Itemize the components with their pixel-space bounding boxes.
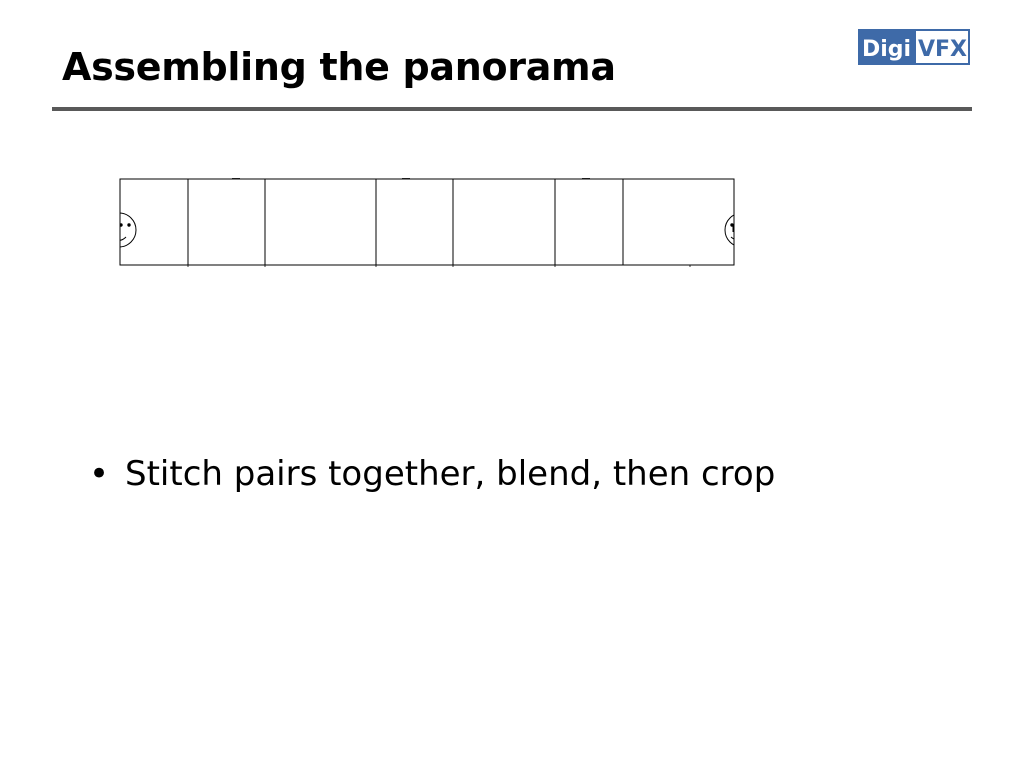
title-divider [52,107,972,111]
bullet-marker: • [89,454,110,494]
smiley-face-right-icon [724,214,734,246]
logo-text-left: Digi [862,37,911,62]
panorama-strip-diagram [119,178,735,267]
bullet-item: • Stitch pairs together, blend, then cro… [89,452,775,496]
logo-text-right: VFX [918,37,967,62]
panorama-outline [119,178,735,266]
slide-title: Assembling the panorama [62,45,616,89]
bullet-text: Stitch pairs together, blend, then crop [125,454,776,494]
digivfx-logo: Digi VFX [858,29,970,65]
smiley-face-left-icon [120,212,137,248]
